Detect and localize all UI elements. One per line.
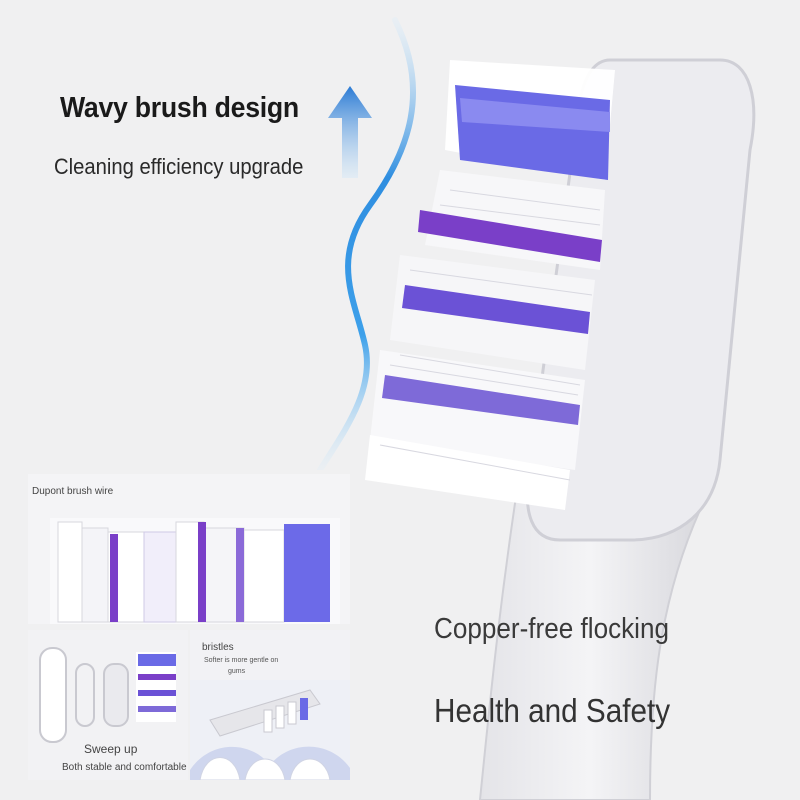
dupont-label: Dupont brush wire xyxy=(32,486,114,497)
brush-head-views-illustration xyxy=(39,647,176,743)
bristles-note-line1: Softer is more gentle on xyxy=(204,657,279,664)
wave-line-icon xyxy=(317,17,416,470)
bristles-panel: bristles Softer is more gentle on gums xyxy=(190,630,350,780)
dupont-panel: Dupont brush wire xyxy=(28,474,350,624)
hero-subtitle: Cleaning efficiency upgrade xyxy=(54,154,304,179)
toothbrush-head-illustration xyxy=(365,58,756,800)
sweep-caption: Sweep up xyxy=(84,742,138,756)
bristles-note-line2: gums xyxy=(228,668,246,675)
sweep-subcaption: Both stable and comfortable xyxy=(62,762,187,773)
bristle-rows-illustration xyxy=(50,518,340,624)
up-arrow-icon xyxy=(328,86,372,178)
gum-brushing-illustration xyxy=(190,680,350,780)
bristles-title: bristles xyxy=(202,642,234,653)
hero-title: Wavy brush design xyxy=(60,92,299,124)
sweep-panel: Sweep up Both stable and comfortable xyxy=(28,630,188,780)
feature-subtitle: Health and Safety xyxy=(434,692,671,729)
feature-title: Copper-free flocking xyxy=(434,613,670,645)
